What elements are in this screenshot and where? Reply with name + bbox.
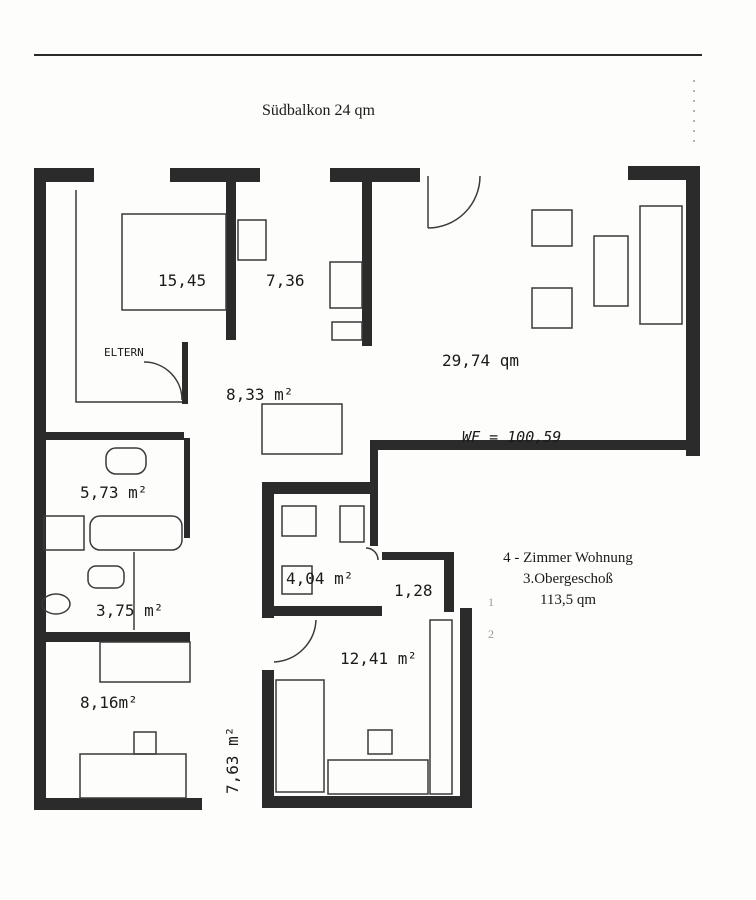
area-living: 29,74 qm [442,351,519,370]
area-bath: 5,73 m² [80,483,147,502]
wall-bath-top [44,432,184,440]
stove [237,219,267,261]
chair-1 [531,209,573,247]
area-child2: 12,41 m² [340,649,417,668]
wall-hall-left [184,438,190,538]
label-eltern: ELTERN [104,346,144,359]
wall-top-1 [34,168,94,182]
side-marks: 1 2 [488,595,494,641]
wall-storage-top [382,552,452,560]
wall-shower-bottom [262,606,382,616]
wall-living-bottom [370,440,700,450]
wf-note: WF = 100,59 [462,428,561,446]
wardrobe-child2 [429,619,453,795]
wall-top-3 [330,168,420,182]
bathtub [89,515,183,551]
desk-child2 [327,759,429,795]
bath-cabinet [43,515,85,551]
side-mark-1: 1 [488,595,494,609]
wall-storage-right [444,552,454,612]
desk-child1 [99,641,191,683]
wall-bottom-right [262,796,472,808]
wardrobe-eltern [75,190,182,403]
room-labels: 15,45 ELTERN 7,36 29,74 qm 8,33 m² 5,73 … [80,271,561,794]
bed-child2 [275,679,325,793]
info-size: 113,5 qm [539,592,597,608]
wall-corridor-right [370,446,378,546]
chair-child1 [133,731,157,755]
area-wc: 3,75 m² [96,601,163,620]
area-storage: 1,28 [394,581,433,600]
wall-shower-left [262,482,274,618]
wall-top-2 [170,168,260,182]
info-type: 4 - Zimmer Wohnung [503,550,633,566]
bath-sink [105,447,147,475]
fixtures [41,175,683,799]
bed-child1 [79,753,187,799]
door-arc-living [427,175,481,229]
wall-child1-top [44,632,190,642]
hall-cabinet [261,403,343,455]
area-shower: 4,04 m² [286,569,353,588]
wall-eltern-kitchen [226,168,236,340]
shower-toilet [281,565,313,595]
door-arc-bed2 [273,619,317,663]
cabinet [639,205,683,325]
top-rule [34,54,702,56]
area-hall: 8,33 m² [226,385,293,404]
wall-eltern-door [182,342,188,404]
wall-kitchen-living [362,176,372,346]
wall-shower-top [262,482,372,494]
side-mark-2: 2 [488,627,494,641]
wall-right-living [686,166,700,456]
area-kitchen: 7,36 [266,271,305,290]
area-corridor: 7,63 m² [223,727,242,794]
door-arc-eltern [143,361,183,401]
wall-right-bed2 [460,608,472,808]
wall-top-4 [628,166,700,180]
bed-eltern [121,213,227,311]
apartment-info: 4 - Zimmer Wohnung 3.Obergeschoß 113,5 q… [488,548,648,611]
area-child1: 8,16m² [80,693,138,712]
chair-2 [531,287,573,329]
toilet [41,593,71,615]
balcony-label: Südbalkon 24 qm [262,102,375,119]
area-eltern: 15,45 [158,271,206,290]
table [593,235,629,307]
wall-bottom-left [34,798,202,810]
wc-sink [87,565,125,589]
wall-bed2-left [262,670,274,800]
shower-tray [339,505,365,543]
sink [329,261,363,309]
wall-left [34,168,46,810]
fridge [331,321,363,341]
shower-sink [281,505,317,537]
walls [34,166,700,810]
chair-child2 [367,729,393,755]
info-floor: 3.Obergeschoß [522,571,614,587]
